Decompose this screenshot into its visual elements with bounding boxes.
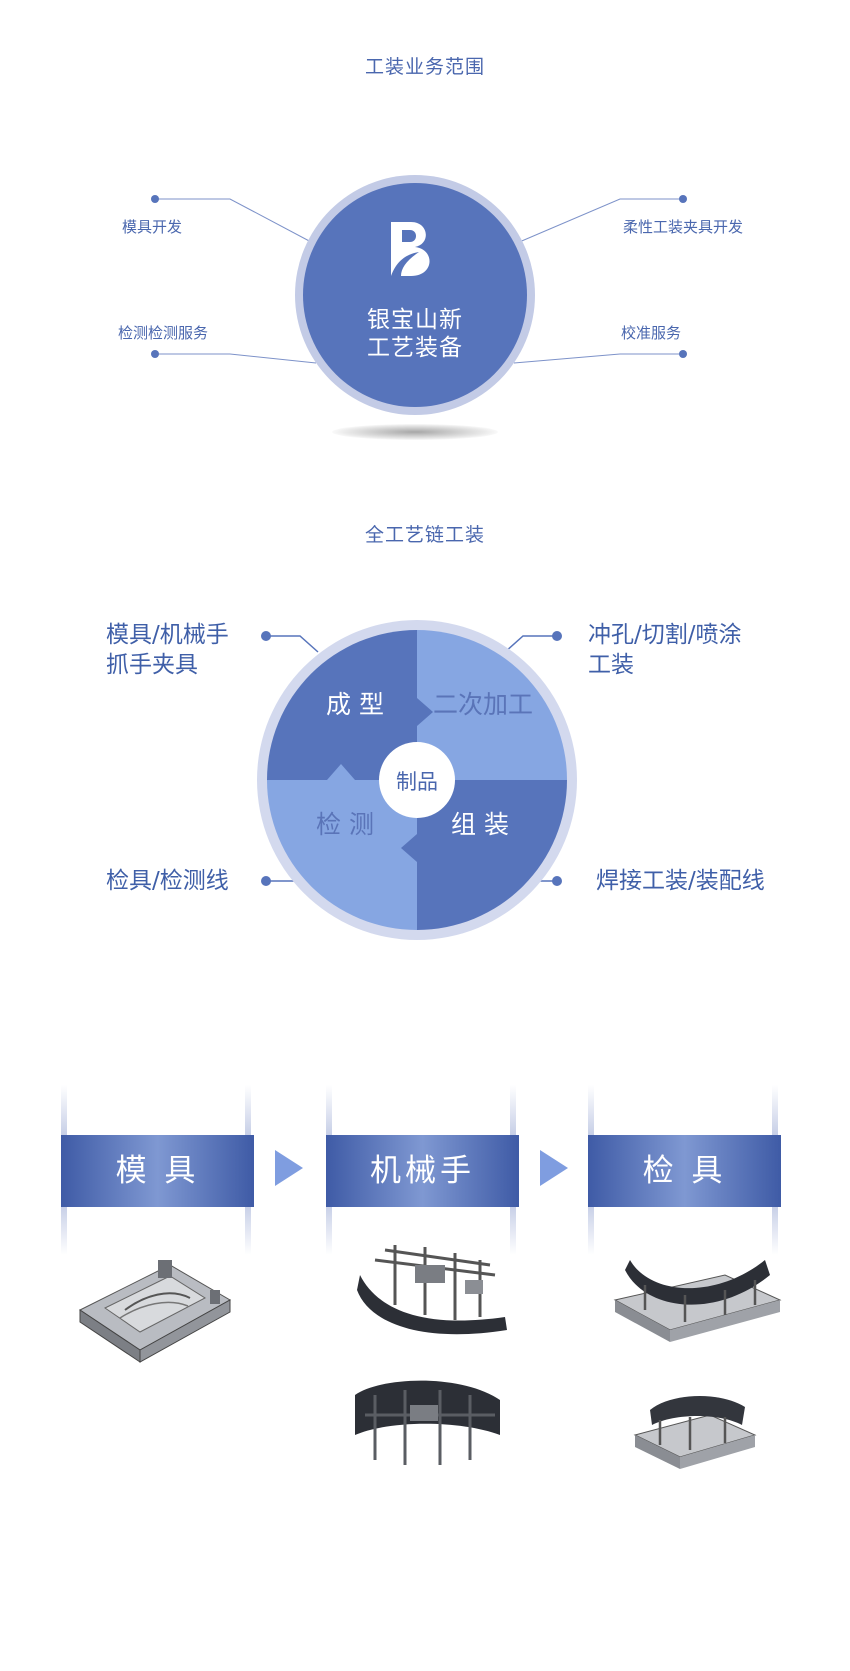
quadrant-label-inspection: 检 测 — [316, 810, 374, 839]
label-punch-cut-line2: 工装 — [588, 652, 634, 678]
hub-circle — [303, 183, 527, 407]
label-welding-assembly: 焊接工装/装配线 — [596, 868, 765, 894]
label-punch-cut-line1: 冲孔/切割/喷涂 — [588, 622, 742, 648]
banner-mold: 模 具 — [61, 1135, 254, 1207]
arrow-right-icon — [540, 1150, 568, 1186]
hub-shadow — [332, 424, 498, 440]
quadrant-label-assembly: 组 装 — [451, 810, 509, 839]
banner-robot: 机械手 — [326, 1135, 519, 1207]
process-wheel — [267, 630, 567, 930]
gauge-image-1 — [613, 1260, 782, 1342]
center-circle — [379, 742, 455, 818]
label-mold-robot-line1: 模具/机械手 — [106, 622, 229, 648]
label-mold-development: 模具开发 — [122, 218, 183, 236]
section1-title: 工装业务范围 — [364, 56, 485, 78]
quadrant-label-secondary: 二次加工 — [432, 690, 533, 719]
label-flexible-fixture: 柔性工装夹具开发 — [623, 218, 744, 236]
mold-image — [79, 1260, 232, 1363]
hub-title-line1: 银宝山新 — [367, 307, 463, 333]
section2-title: 全工艺链工装 — [364, 524, 485, 546]
label-mold-robot-line2: 抓手夹具 — [106, 652, 198, 678]
arrow-right-icon — [275, 1150, 303, 1186]
quadrant-forming — [267, 630, 417, 780]
label-gauge-line: 检具/检测线 — [106, 868, 229, 894]
hub-connector-lines — [151, 195, 687, 364]
gauge-image-2 — [633, 1396, 757, 1469]
label-inspection-service: 检测检测服务 — [118, 324, 209, 342]
label-calibration-service: 校准服务 — [621, 324, 682, 342]
hub-title-line2: 工艺装备 — [367, 335, 463, 361]
quadrant-secondary-processing — [417, 630, 567, 780]
banner-gauge: 检 具 — [588, 1135, 781, 1207]
quadrant-assembly — [417, 780, 567, 930]
quadrant-label-forming: 成 型 — [326, 690, 384, 719]
robot-gripper-image-2 — [355, 1380, 500, 1465]
quadrant-inspection — [267, 780, 417, 930]
center-label-product: 制品 — [396, 770, 438, 794]
brand-logo-icon — [391, 222, 430, 276]
robot-gripper-image-1 — [357, 1245, 507, 1335]
